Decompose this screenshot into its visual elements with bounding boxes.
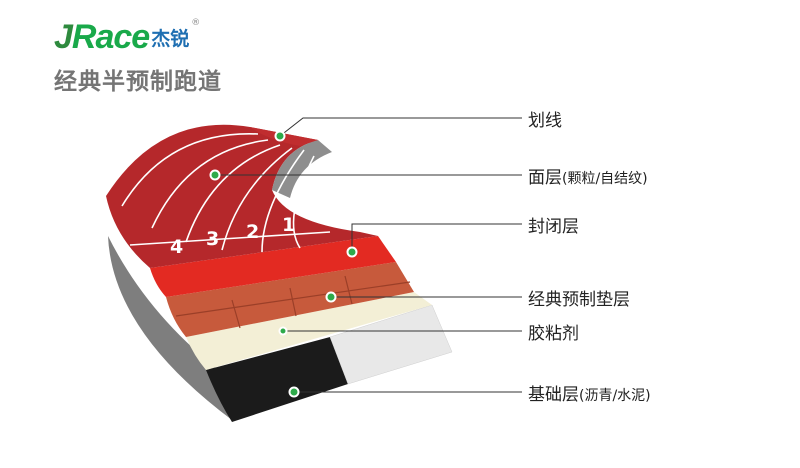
marker-pad — [325, 291, 337, 303]
curve-rim — [272, 140, 332, 198]
brand-logo: JRace 杰锐 ® — [54, 14, 200, 54]
marker-adhesive — [278, 326, 288, 336]
label-marking-name: 划线 — [528, 111, 562, 131]
lane-lines — [121, 133, 331, 253]
registered-mark: ® — [191, 18, 201, 28]
label-adhesive: 胶粘剂 — [528, 319, 579, 344]
pad-grooves — [175, 275, 411, 329]
label-base-sub: (沥青/水泥) — [579, 388, 651, 404]
marker-marking — [274, 130, 286, 142]
label-pad: 经典预制垫层 — [528, 285, 630, 310]
markers — [209, 130, 358, 398]
label-sealing: 封闭层 — [528, 212, 579, 237]
label-marking: 划线 — [528, 106, 562, 131]
logo-wordmark: JRace — [54, 18, 150, 56]
lane-numbers: 1 2 3 4 — [170, 214, 295, 258]
track-side-wall — [108, 236, 232, 420]
page-title: 经典半预制跑道 — [54, 69, 222, 95]
marker-sealing — [346, 246, 358, 258]
logo-letters-race: Race — [71, 18, 150, 56]
leader-line-sealing — [351, 223, 522, 252]
label-sealing-name: 封闭层 — [528, 217, 579, 237]
label-base-name: 基础层 — [528, 385, 579, 405]
label-surface-sub: (颗粒/自结纹) — [562, 171, 648, 187]
logo-letter-j: J — [54, 18, 73, 56]
sealing-layer — [150, 236, 396, 297]
label-surface: 面层(颗粒/自结纹) — [528, 163, 648, 188]
surface-layer — [106, 124, 378, 269]
marker-surface — [209, 169, 221, 181]
base-layer-grey — [329, 304, 453, 385]
lane-number-4: 4 — [170, 236, 183, 258]
label-surface-name: 面层 — [528, 168, 562, 188]
marker-base — [288, 386, 300, 398]
lane-number-2: 2 — [246, 221, 259, 243]
lane-number-3: 3 — [206, 228, 219, 250]
logo-chinese: 杰锐 — [151, 28, 190, 50]
leader-lines — [215, 117, 522, 393]
label-adhesive-name: 胶粘剂 — [528, 324, 579, 344]
leader-line-marking — [279, 117, 522, 137]
label-pad-name: 经典预制垫层 — [528, 290, 630, 310]
base-layer-black — [206, 337, 348, 422]
lane-number-1: 1 — [282, 214, 295, 236]
label-base: 基础层(沥青/水泥) — [528, 380, 651, 405]
